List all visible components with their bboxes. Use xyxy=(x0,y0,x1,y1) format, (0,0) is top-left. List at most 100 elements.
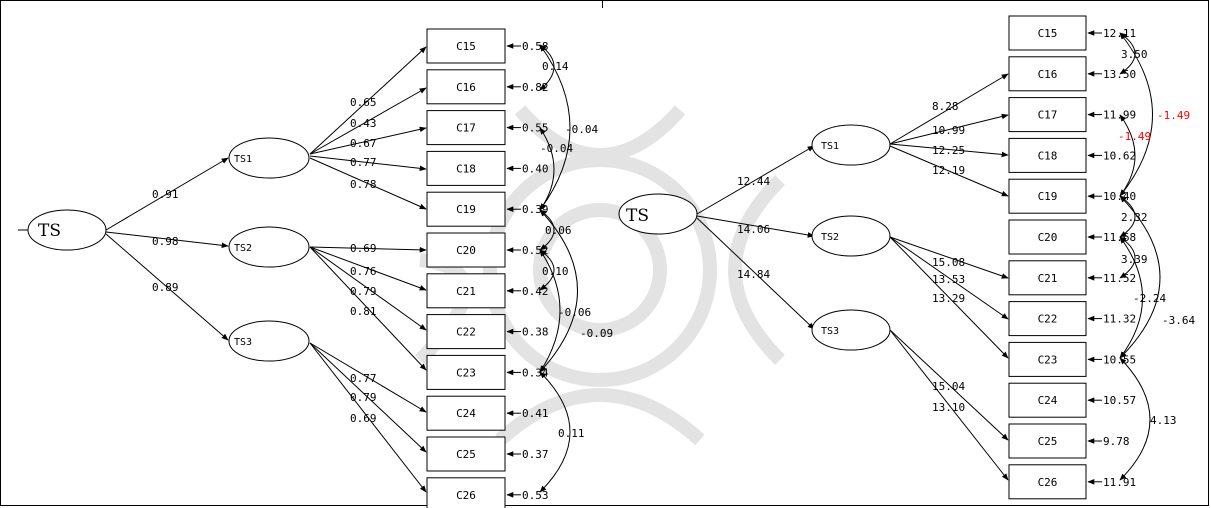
indicator-label: C24 xyxy=(1038,394,1058,407)
indicator-label: C26 xyxy=(456,489,476,502)
right-loading: 10.99 xyxy=(932,124,965,137)
indicator-box-c15 xyxy=(1008,15,1087,51)
left-covariance: 0.10 xyxy=(542,265,569,278)
left-factor-ts1-label: TS1 xyxy=(234,154,252,165)
right-factor-ts2 xyxy=(811,215,891,257)
error-variance: 11.68 xyxy=(1103,231,1136,244)
left-root-loading: 0.91 xyxy=(152,188,179,201)
left-loading: 0.76 xyxy=(350,265,377,278)
right-loading: 15.04 xyxy=(932,380,965,393)
indicator-box-c18 xyxy=(426,150,506,186)
left-factor-ts2-label: TS2 xyxy=(234,243,252,254)
left-root-loading: 0.98 xyxy=(152,235,179,248)
indicator-label: C18 xyxy=(456,162,476,175)
right-covariance: -1.49 xyxy=(1157,109,1190,122)
indicator-box-c23 xyxy=(1008,341,1087,377)
left-loading: 0.77 xyxy=(350,156,377,169)
error-variance: 12.11 xyxy=(1103,27,1136,40)
indicator-box-c22 xyxy=(426,314,506,350)
indicator-box-c23 xyxy=(426,354,506,390)
right-factor-ts2-label: TS2 xyxy=(821,232,839,243)
indicator-box-c20 xyxy=(426,232,506,268)
indicator-box-c26 xyxy=(426,477,506,508)
indicator-label: C17 xyxy=(456,122,476,135)
indicator-label: C19 xyxy=(456,203,476,216)
left-covariance: -0.04 xyxy=(540,142,573,155)
indicator-label: C15 xyxy=(456,40,476,53)
left-factor-ts3 xyxy=(228,320,310,362)
right-factor-ts3-label: TS3 xyxy=(821,326,839,337)
left-loading: 0.69 xyxy=(350,242,377,255)
right-covariance: -1.49 xyxy=(1118,130,1151,143)
left-loading: 0.67 xyxy=(350,137,377,150)
error-variance: 0.37 xyxy=(522,448,549,461)
error-variance: 10.57 xyxy=(1103,394,1136,407)
indicator-label: C23 xyxy=(456,366,476,379)
error-variance: 11.99 xyxy=(1103,109,1136,122)
error-variance: 11.32 xyxy=(1103,313,1136,326)
indicator-label: C25 xyxy=(456,448,476,461)
indicator-box-c21 xyxy=(426,273,506,309)
right-root-label: TS xyxy=(626,206,649,226)
indicator-label: C20 xyxy=(1038,231,1058,244)
error-variance: 0.82 xyxy=(522,81,549,94)
right-root-loading: 14.84 xyxy=(737,268,770,281)
error-variance: 9.78 xyxy=(1103,435,1130,448)
right-covariance: -3.64 xyxy=(1162,314,1195,327)
left-covariance: 0.14 xyxy=(542,60,569,73)
panel-divider xyxy=(602,0,603,8)
indicator-label: C21 xyxy=(456,285,476,298)
error-variance: 13.50 xyxy=(1103,68,1136,81)
left-covariance: -0.04 xyxy=(565,123,598,136)
indicator-label: C22 xyxy=(1038,313,1058,326)
left-covariance: -0.06 xyxy=(558,306,591,319)
indicator-box-c17 xyxy=(426,110,506,146)
right-covariance: -2.24 xyxy=(1133,292,1166,305)
error-variance: 11.52 xyxy=(1103,272,1136,285)
right-loading: 13.29 xyxy=(932,292,965,305)
indicator-box-c16 xyxy=(426,69,506,105)
indicator-label: C15 xyxy=(1038,27,1058,40)
error-variance: 0.53 xyxy=(522,489,549,502)
right-factor-ts1-label: TS1 xyxy=(821,141,839,152)
indicator-label: C26 xyxy=(1038,476,1058,489)
indicator-label: C21 xyxy=(1038,272,1058,285)
right-loading: 13.53 xyxy=(932,273,965,286)
indicator-box-c26 xyxy=(1008,464,1087,500)
left-covariance: 0.11 xyxy=(558,427,585,440)
left-loading: 0.79 xyxy=(350,285,377,298)
left-loading: 0.43 xyxy=(350,117,377,130)
error-variance: 0.38 xyxy=(522,326,549,339)
indicator-box-c19 xyxy=(426,191,506,227)
right-loading: 13.10 xyxy=(932,401,965,414)
right-root-loading: 14.06 xyxy=(737,223,770,236)
right-model: TS TS1 TS2 TS3 12.44 14.06 14.84 8.28 10… xyxy=(618,15,1195,500)
right-loading: 8.28 xyxy=(932,100,959,113)
right-loading: 12.25 xyxy=(932,144,965,157)
right-root-ts xyxy=(618,193,698,235)
error-variance: 0.52 xyxy=(522,244,549,257)
indicator-label: C24 xyxy=(456,407,476,420)
left-root-ts xyxy=(27,209,107,251)
indicator-label: C19 xyxy=(1038,190,1058,203)
indicator-box-c19 xyxy=(1008,178,1087,214)
error-variance: 0.41 xyxy=(522,407,549,420)
indicator-box-c20 xyxy=(1008,219,1087,255)
left-loading: 0.65 xyxy=(350,96,377,109)
right-factor-ts1 xyxy=(811,124,891,166)
error-variance: 0.42 xyxy=(522,285,549,298)
left-root-label: TS xyxy=(38,221,61,241)
right-covariance: 3.50 xyxy=(1121,48,1148,61)
indicator-box-c15 xyxy=(426,28,506,64)
error-variance: 10.40 xyxy=(1103,190,1136,203)
left-loading: 0.79 xyxy=(350,391,377,404)
left-covariance: -0.09 xyxy=(580,327,613,340)
left-loading: 0.77 xyxy=(350,372,377,385)
error-variance: 0.40 xyxy=(522,162,549,175)
indicator-box-c24 xyxy=(1008,382,1087,418)
indicator-box-c25 xyxy=(426,436,506,472)
left-factor-ts3-label: TS3 xyxy=(234,337,252,348)
indicator-box-c24 xyxy=(426,395,506,431)
error-variance: 10.55 xyxy=(1103,353,1136,366)
